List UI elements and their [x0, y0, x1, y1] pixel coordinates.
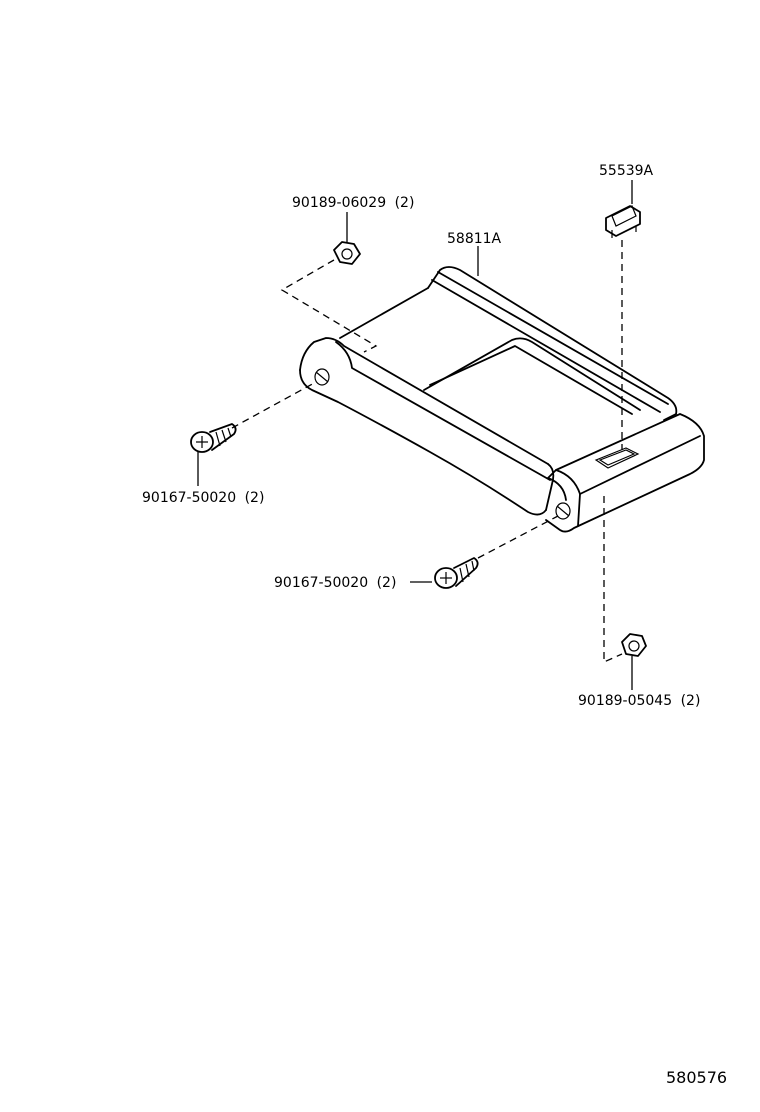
label-90189-06029-qty: (2) [395, 195, 415, 211]
nut-90189-05045 [621, 633, 647, 657]
label-90189-05045: 90189-05045 (2) [578, 693, 700, 709]
label-58811a: 58811A [447, 231, 502, 247]
assembly-lines [231, 240, 623, 664]
label-90167-50020-center: 90167-50020 (2) [274, 575, 396, 591]
label-90189-06029-number: 90189-06029 [292, 195, 386, 211]
screw-center [434, 557, 479, 589]
clip-55539a [605, 205, 641, 238]
label-90167-50020-left-number: 90167-50020 [142, 490, 236, 506]
label-90167-50020-left: 90167-50020 (2) [142, 490, 264, 506]
leader-lines [197, 180, 633, 690]
diagram-id: 580576 [666, 1068, 727, 1087]
label-90189-05045-number: 90189-05045 [578, 693, 672, 709]
label-55539a: 55539A [599, 163, 654, 179]
label-90189-06029: 90189-06029 (2) [292, 195, 414, 211]
label-90167-50020-center-qty: (2) [377, 575, 397, 591]
label-90167-50020-center-number: 90167-50020 [274, 575, 368, 591]
armrest-panel [299, 266, 705, 533]
nut-90189-06029 [333, 241, 361, 265]
screw-left [190, 423, 237, 453]
label-90167-50020-left-qty: (2) [245, 490, 265, 506]
label-90189-05045-qty: (2) [681, 693, 701, 709]
